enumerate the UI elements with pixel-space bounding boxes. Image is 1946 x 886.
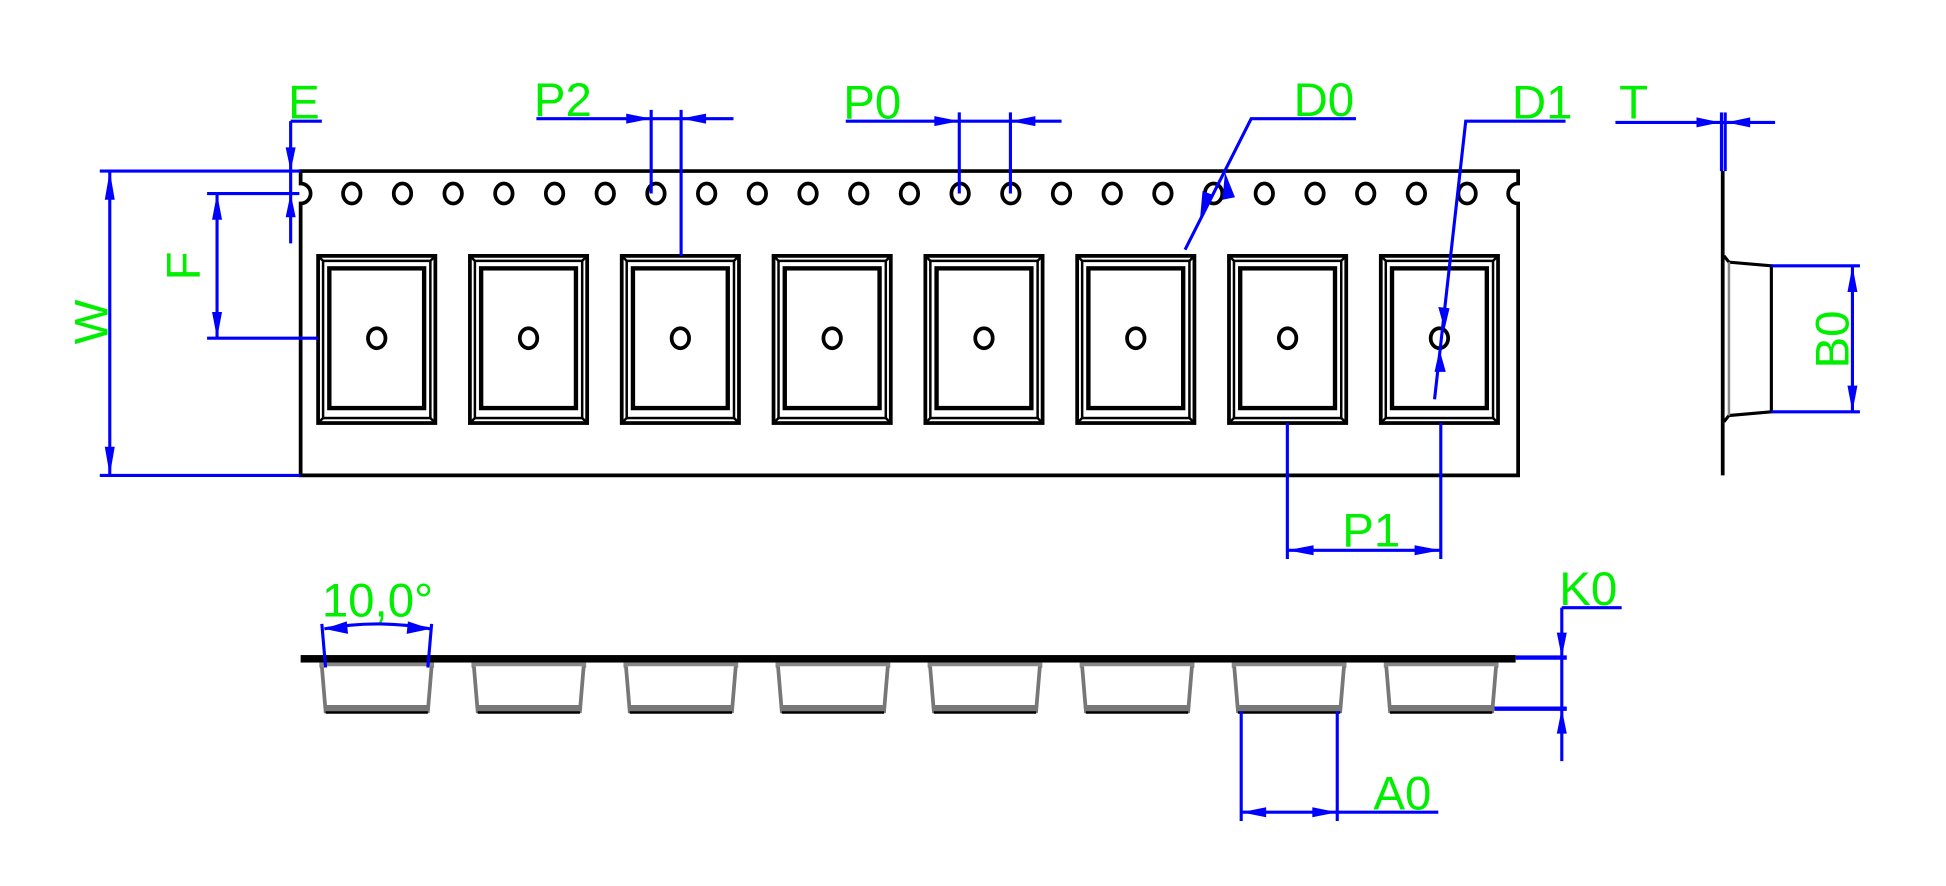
label-angle: 10,0° [322,574,433,627]
label-b0: B0 [1807,310,1860,368]
pockets-top-view [316,254,1500,425]
dimension-d0: D0 [1183,74,1356,251]
sprocket-hole [493,181,515,206]
dimension-d1: D1 [1433,77,1573,400]
sprocket-hole [848,181,870,206]
label-f: F [158,251,211,280]
dimension-w: W [65,169,301,477]
dimension-f: F [158,191,319,340]
label-e: E [288,77,320,130]
sprocket-hole [797,181,819,206]
label-t: T [1619,77,1648,130]
tape-section-line [300,655,1516,663]
pocket [1075,254,1197,425]
pocket-center-hole [366,326,388,351]
sprocket-hole [442,181,464,206]
pocket [316,254,438,425]
pocket [619,254,741,425]
sprocket-hole [594,181,616,206]
label-k0: K0 [1559,563,1617,616]
sprocket-hole [696,181,718,206]
label-d1: D1 [1512,77,1573,130]
sprocket-hole [1405,181,1427,206]
sprocket-holes [341,181,1478,206]
pockets-section-view [319,662,1499,714]
dimension-p2: P2 [534,74,734,256]
pocket-section [319,662,435,714]
sprocket-hole [1304,181,1326,206]
sprocket-hole [746,181,768,206]
dimension-p1: P1 [1285,423,1443,560]
sprocket-hole [1101,181,1123,206]
dimension-e: E [285,77,322,244]
pocket-section [1383,662,1499,714]
pocket-section [1231,662,1347,714]
pocket-section [775,662,891,714]
pocket-center-hole [973,326,995,351]
sprocket-hole [1253,181,1275,206]
label-a0: A0 [1373,768,1431,821]
dimension-k0: K0 [1494,563,1622,762]
dimension-p0: P0 [843,77,1062,194]
dimension-angle: 10,0° [320,574,434,668]
dimension-b0: B0 [1771,264,1860,414]
pocket-section [623,662,739,714]
label-p0: P0 [843,77,901,130]
pocket-center-hole [1277,326,1299,351]
label-p2: P2 [534,74,592,127]
label-w: W [65,299,118,344]
label-p1: P1 [1342,505,1400,558]
sprocket-hole [645,181,667,206]
sprocket-hole [1152,181,1174,206]
sprocket-hole [1456,181,1478,206]
sprocket-hole [898,181,921,206]
dimension-t: T [1615,77,1776,172]
dimension-a0: A0 [1239,711,1439,821]
label-d0: D0 [1294,74,1355,127]
tape-outline [298,169,1521,478]
pocket [923,254,1045,425]
pocket [1378,254,1500,425]
pocket-section [1079,662,1195,714]
pocket-center-hole [517,326,540,351]
sprocket-hole [1355,181,1377,206]
sprocket-hole [543,181,566,206]
side-view [1720,171,1773,476]
sprocket-hole [391,181,414,206]
pocket-center-hole [1125,326,1147,351]
pocket-center-hole [821,326,843,351]
pocket-section [927,662,1043,714]
pocket [1227,254,1349,425]
pocket [468,254,590,425]
sprocket-hole [1050,181,1073,206]
sprocket-hole [341,181,363,206]
pocket [771,254,893,425]
pocket-center-hole [669,326,691,351]
pocket-section [471,662,587,714]
